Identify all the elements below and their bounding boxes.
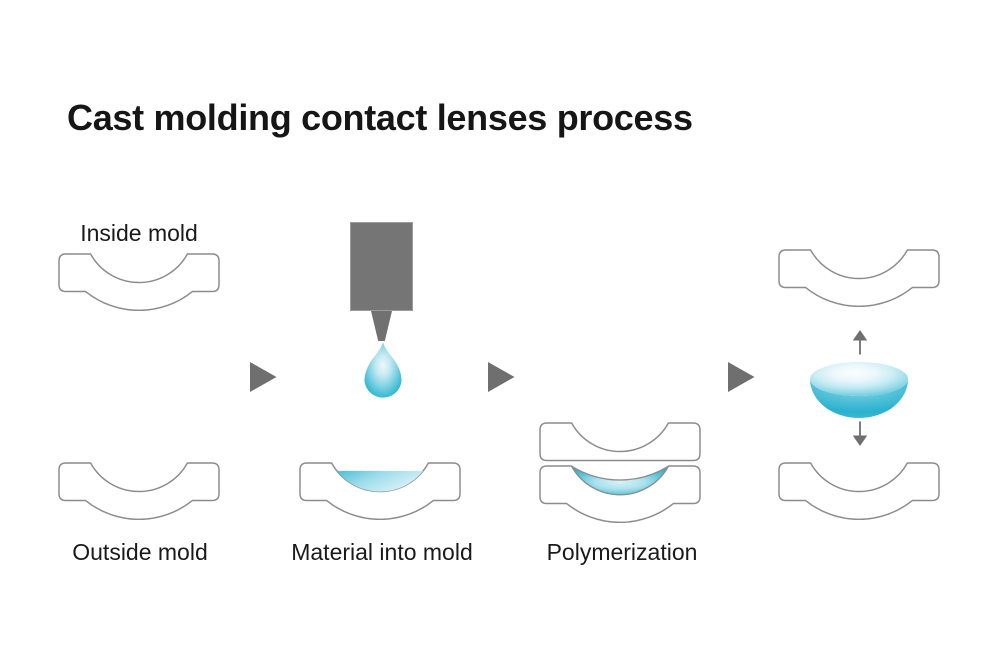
contact-lens-icon [810, 362, 908, 418]
polymerization-label: Polymerization [546, 539, 698, 565]
material-in-mold-icon [299, 462, 461, 520]
page-title: Cast molding contact lenses process [67, 97, 693, 138]
released-bottom-mold-icon [778, 462, 940, 520]
right-triangle-icon [488, 362, 515, 392]
arrow-up-icon [852, 330, 868, 355]
inside-mold-label: Inside mold [80, 220, 198, 246]
liquid-droplet-icon [364, 342, 402, 398]
released-top-mold-icon [778, 249, 940, 307]
right-triangle-icon [250, 362, 277, 392]
arrow-down-icon [852, 421, 868, 446]
outside-mold-icon [58, 462, 220, 520]
outside-mold-label: Outside mold [72, 539, 208, 565]
right-triangle-icon [728, 362, 755, 392]
dispenser-icon [350, 222, 413, 311]
material-into-mold-label: Material into mold [291, 539, 473, 565]
polymerization-bottom-mold-icon [539, 465, 701, 523]
inside-mold-icon [58, 253, 220, 311]
dispenser-nozzle-icon [371, 311, 392, 341]
polymerization-top-mold-icon [539, 422, 701, 462]
